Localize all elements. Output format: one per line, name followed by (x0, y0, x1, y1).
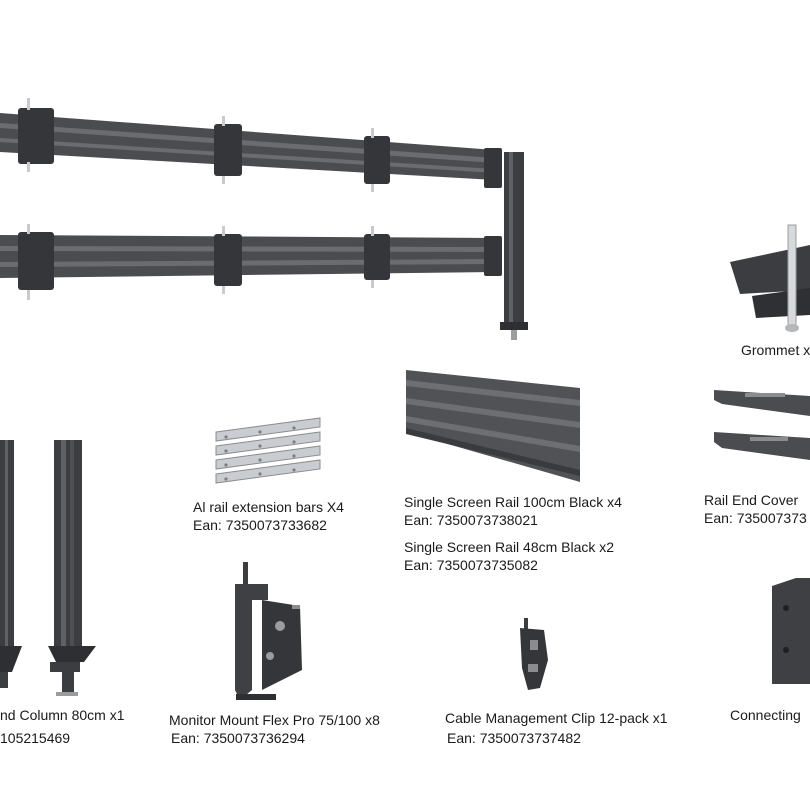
grommet-name: Grommet x (741, 342, 810, 358)
column-name: nd Column 80cm x1 (0, 707, 125, 723)
column-ean: 105215469 (0, 730, 71, 746)
cable-clip-name: Cable Management Clip 12-pack x1 (445, 710, 668, 726)
grommet-label: Grommet x (741, 341, 810, 359)
rail-100-ean: Ean: 7350073738021 (404, 512, 538, 528)
connecting-label: Connecting (730, 706, 801, 724)
extension-bars-name: Al rail extension bars X4 (193, 499, 344, 515)
connecting-name: Connecting (730, 707, 801, 723)
rail-48-ean: Ean: 7350073735082 (404, 557, 538, 573)
rail-end-cover-label: Rail End Cover Ean: 735007373 (704, 491, 807, 527)
monitor-mount-ean: Ean: 7350073736294 (171, 730, 305, 746)
extension-bars-label: Al rail extension bars X4 Ean: 735007373… (193, 498, 344, 534)
cable-clip-ean: Ean: 7350073737482 (447, 730, 581, 746)
monitor-mount-ean-label: Ean: 7350073736294 (171, 729, 305, 747)
rail-end-cover-name: Rail End Cover (704, 492, 799, 508)
rail-end-cover-ean: Ean: 735007373 (704, 510, 807, 526)
column-ean-label: 105215469 (0, 729, 70, 747)
rail-100-label: Single Screen Rail 100cm Black x4 Ean: 7… (404, 493, 622, 529)
monitor-mount-name: Monitor Mount Flex Pro 75/100 x8 (169, 712, 380, 728)
rail-100-name: Single Screen Rail 100cm Black x4 (404, 494, 622, 510)
monitor-mount-label: Monitor Mount Flex Pro 75/100 x8 (169, 711, 380, 729)
rail-48-name: Single Screen Rail 48cm Black x2 (404, 539, 615, 555)
extension-bars-ean: Ean: 7350073733682 (193, 517, 327, 533)
cable-clip-ean-label: Ean: 7350073737482 (447, 729, 581, 747)
column-label: nd Column 80cm x1 (0, 706, 125, 724)
cable-clip-label: Cable Management Clip 12-pack x1 (445, 709, 668, 727)
rail-48-label: Single Screen Rail 48cm Black x2 Ean: 73… (404, 538, 614, 574)
